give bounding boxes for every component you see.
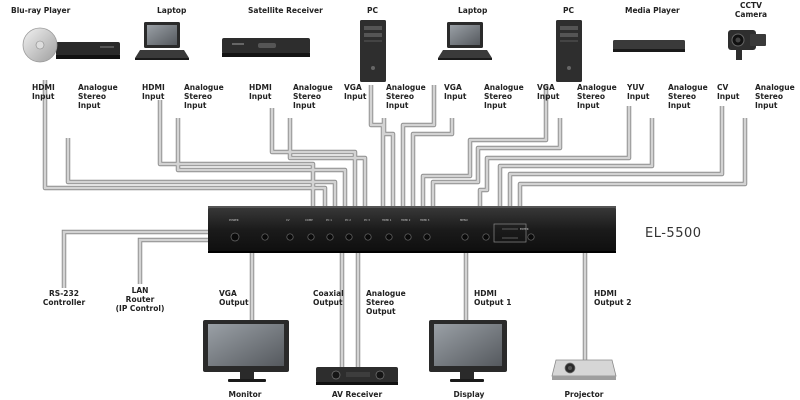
panel-label-pc2: PC 2 — [345, 219, 351, 222]
cctv-camera-icon — [728, 30, 766, 60]
rs232-controller-label: RS-232 Controller — [42, 289, 86, 307]
projector-icon — [551, 359, 617, 380]
port-label-mediaplayer-audio: Analogue Stereo Input — [668, 83, 708, 110]
device-name-projector: Projector — [564, 390, 604, 399]
port-label-analogue-output: Analogue Stereo Output — [366, 289, 406, 316]
port-label-cctv-audio: Analogue Stereo Input — [755, 83, 795, 110]
display-icon — [429, 320, 507, 382]
media-player-icon — [613, 40, 685, 52]
panel-label-pc1: PC 1 — [326, 219, 332, 222]
device-name-monitor: Monitor — [228, 390, 262, 399]
port-label-bluray-audio: Analogue Stereo Input — [78, 83, 118, 110]
device-name-bluray: Blu-ray Player — [11, 6, 71, 15]
port-label-pc2-audio: Analogue Stereo Input — [577, 83, 617, 110]
port-label-satellite-hdmi: HDMI Input — [249, 83, 272, 101]
output-cables — [61, 229, 588, 370]
lan-router-label: LAN Router (IP Control) — [115, 286, 165, 313]
panel-label-pc3: PC 3 — [364, 219, 370, 222]
panel-label-hdmi1: HDMI 1 — [382, 219, 392, 222]
device-name-av-receiver: AV Receiver — [331, 390, 383, 399]
port-label-coaxial-output: Coaxial Output — [313, 289, 344, 307]
el-5500-switcher — [208, 206, 616, 253]
laptop-1-icon — [135, 22, 189, 60]
pc-2-icon — [556, 20, 582, 82]
port-label-bluray-hdmi: HDMI Input — [32, 83, 55, 101]
port-label-laptop2-vga: VGA Input — [444, 83, 467, 101]
port-label-pc2-vga: VGA Input — [537, 83, 560, 101]
port-label-laptop1-audio: Analogue Stereo Input — [184, 83, 224, 110]
device-name-satellite: Satellite Receiver — [248, 6, 323, 15]
laptop-2-icon — [438, 22, 492, 60]
panel-label-hdmi2: HDMI 2 — [401, 219, 411, 222]
model-name: EL-5500 — [645, 226, 702, 241]
panel-label-cv: CV — [286, 219, 290, 222]
port-label-mediaplayer-yuv: YUV Input — [627, 83, 650, 101]
port-label-cctv-cv: CV Input — [717, 83, 740, 101]
device-name-pc-1: PC — [367, 6, 379, 15]
pc-1-icon — [360, 20, 386, 82]
av-receiver-icon — [316, 367, 398, 385]
device-name-laptop-2: Laptop — [458, 6, 488, 15]
panel-label-enter: ENTER — [520, 228, 529, 231]
port-label-pc1-vga: VGA Input — [344, 83, 367, 101]
device-name-pc-2: PC — [563, 6, 575, 15]
satellite-receiver-icon — [222, 38, 310, 57]
port-label-laptop2-audio: Analogue Stereo Input — [484, 83, 524, 110]
panel-label-comp: COMP — [305, 219, 313, 222]
port-label-vga-output: VGA Output — [219, 289, 249, 307]
monitor-icon — [203, 320, 289, 382]
port-label-hdmi-output-1: HDMI Output 1 — [474, 289, 512, 307]
device-name-media-player: Media Player — [625, 6, 680, 15]
device-name-cctv: CCTV Camera — [734, 1, 768, 19]
input-cables — [42, 80, 748, 206]
port-label-satellite-audio: Analogue Stereo Input — [293, 83, 333, 110]
bluray-player-icon — [22, 27, 120, 63]
device-name-laptop-1: Laptop — [157, 6, 187, 15]
port-label-hdmi-output-2: HDMI Output 2 — [594, 289, 632, 307]
port-label-pc1-audio: Analogue Stereo Input — [386, 83, 426, 110]
device-name-display: Display — [453, 390, 485, 399]
panel-label-hdmi3: HDMI 3 — [420, 219, 430, 222]
port-label-laptop1-hdmi: HDMI Input — [142, 83, 165, 101]
panel-label-menu: MENU — [460, 219, 468, 222]
panel-label-power: POWER — [229, 219, 239, 222]
